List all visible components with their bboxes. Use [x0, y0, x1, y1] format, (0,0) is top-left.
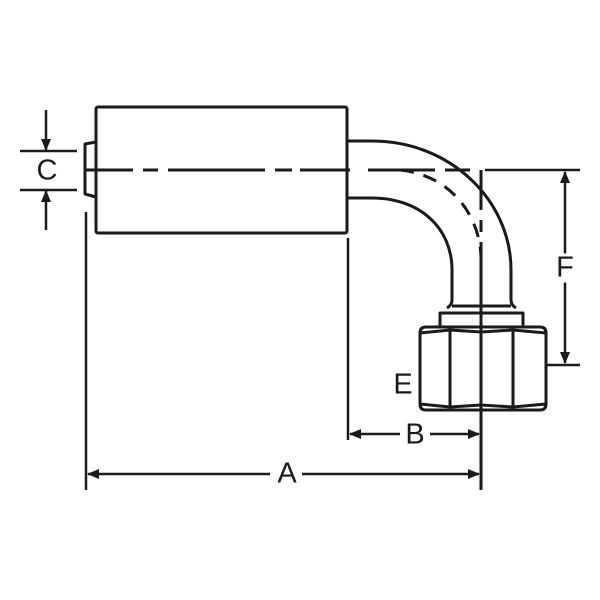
bend-centerline	[399, 168, 483, 261]
dim-label-e: E	[393, 368, 413, 401]
dim-label-a: A	[275, 457, 299, 490]
dim-label-f: F	[554, 251, 576, 284]
hex-nut	[418, 325, 548, 412]
hex-nut-top-chamfer	[419, 328, 547, 335]
elbow-tube-outer	[347, 139, 517, 310]
dim-label-c: C	[34, 154, 60, 187]
elbow-tube-inner	[347, 196, 454, 310]
hex-nut-bottom-chamfer	[419, 402, 547, 409]
dim-label-b: B	[403, 418, 427, 451]
